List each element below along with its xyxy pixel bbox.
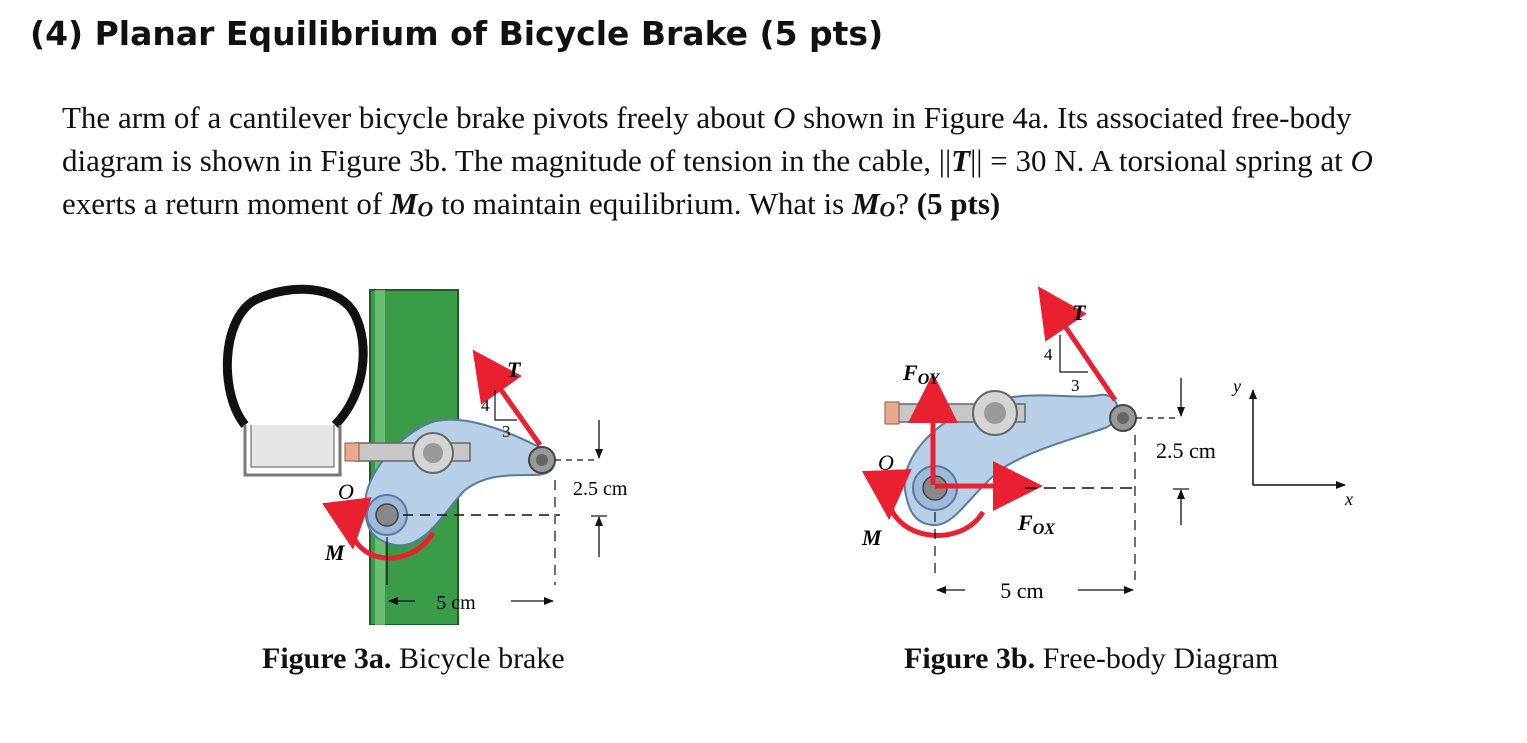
- text-run: shown in Figure 4a. Its associated free-…: [795, 100, 1352, 135]
- text-run: diagram is shown in Figure 3b. The magni…: [62, 143, 952, 178]
- symbol-sub-O: O: [879, 197, 896, 222]
- text-run: to maintain equilibrium. What is: [433, 186, 852, 221]
- label-FOY: FOY: [902, 360, 940, 388]
- label-T: T: [1072, 300, 1087, 325]
- symbol-O: O: [772, 100, 796, 135]
- tension-arrow: [1037, 286, 1118, 402]
- figure-3a-caption: Figure 3a. Bicycle brake: [262, 642, 565, 676]
- label-M: M: [861, 525, 883, 550]
- symbol-T: T: [951, 143, 971, 178]
- symbol-O: O: [1350, 143, 1373, 178]
- axis-y-label: y: [1231, 376, 1241, 396]
- slope-4: 4: [481, 396, 490, 415]
- figure-3b-free-body-diagram: T 4 3 FOY FOX O M 2.5 cm 5 cm y x: [861, 286, 1353, 603]
- tire-shape: [222, 284, 368, 429]
- tension-arrow: [472, 349, 543, 447]
- symbol-sub-O: O: [417, 197, 434, 222]
- figure-3a-bicycle-brake: T 4 3 O M 2.5 cm 5 cm: [222, 284, 628, 625]
- axis-x-label: x: [1344, 489, 1353, 509]
- label-O: O: [338, 479, 354, 504]
- label-M: M: [324, 540, 346, 565]
- caption-label: Figure 3a.: [262, 642, 392, 675]
- figure-3b-caption: Figure 3b. Free-body Diagram: [904, 642, 1278, 676]
- caption-label: Figure 3b.: [904, 642, 1036, 675]
- problem-statement: The arm of a cantilever bicycle brake pi…: [62, 96, 1492, 232]
- text-run: || = 30 N. A torsional spring at: [970, 143, 1351, 178]
- label-FOX: FOX: [1017, 510, 1055, 538]
- dim-vertical: 2.5 cm: [1156, 438, 1216, 463]
- text-run: exerts a return moment of: [62, 186, 390, 221]
- label-O: O: [878, 450, 894, 475]
- slope-3: 3: [1071, 376, 1080, 395]
- moment-arc: [861, 468, 986, 538]
- slope-triangle: [1059, 335, 1088, 373]
- slope-4: 4: [1044, 345, 1053, 364]
- symbol-M: M: [851, 186, 880, 221]
- caption-text: Bicycle brake: [391, 642, 565, 675]
- statement-line-1: The arm of a cantilever bicycle brake pi…: [62, 96, 1492, 139]
- points-label: (5 pts): [916, 186, 1001, 221]
- dim-horizontal: 5 cm: [1000, 578, 1043, 603]
- statement-line-3: exerts a return moment of MO to maintain…: [62, 182, 1492, 232]
- dim-vertical: 2.5 cm: [573, 478, 628, 500]
- problem-heading: (4) Planar Equilibrium of Bicycle Brake …: [30, 14, 884, 53]
- text-run: ?: [895, 186, 917, 221]
- slope-3: 3: [502, 422, 511, 441]
- label-T: T: [507, 357, 522, 382]
- slope-triangle: [494, 390, 517, 421]
- text-run: The arm of a cantilever bicycle brake pi…: [62, 100, 773, 135]
- statement-line-2: diagram is shown in Figure 3b. The magni…: [62, 139, 1492, 182]
- moment-arc: [322, 497, 436, 561]
- dim-horizontal: 5 cm: [436, 592, 476, 614]
- caption-text: Free-body Diagram: [1035, 642, 1279, 675]
- symbol-M: M: [389, 186, 418, 221]
